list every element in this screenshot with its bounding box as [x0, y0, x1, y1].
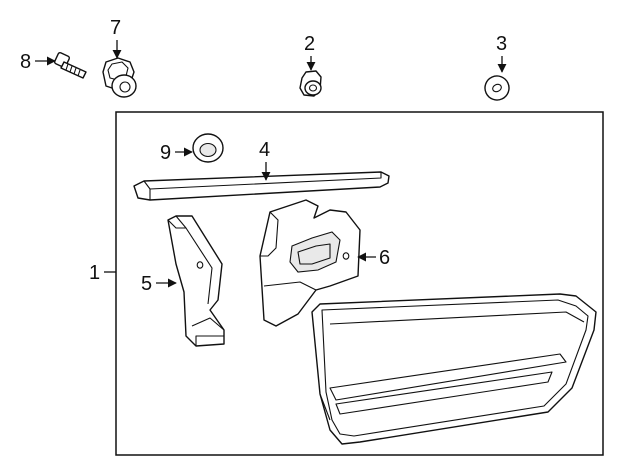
callout-9: 9	[160, 142, 171, 164]
callout-3: 3	[496, 33, 507, 55]
bolt-part-8	[53, 51, 87, 79]
bracket-part-5	[167, 215, 225, 347]
nut-part-2	[299, 70, 322, 97]
tail-lamp-assembly	[311, 293, 597, 445]
weatherstrip-part-4	[133, 171, 390, 201]
washer-part-3	[484, 75, 510, 101]
housing-part-6	[259, 199, 361, 327]
callout-2: 2	[304, 33, 315, 55]
callout-1: 1	[89, 262, 100, 284]
assembly-box	[115, 111, 604, 456]
callout-8: 8	[20, 51, 31, 73]
callout-6: 6	[379, 247, 390, 269]
callout-7: 7	[110, 17, 121, 39]
grommet-part-7	[102, 57, 137, 98]
callout-4: 4	[259, 139, 270, 161]
grommet-part-9	[192, 133, 224, 163]
callout-5: 5	[141, 273, 152, 295]
